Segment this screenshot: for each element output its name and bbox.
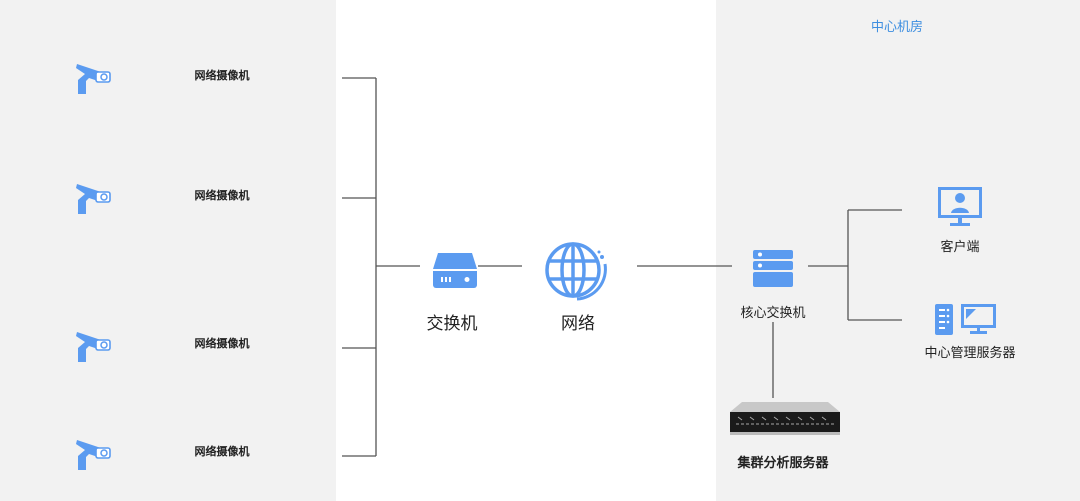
camera-label: 网络摄像机 bbox=[194, 337, 250, 350]
server-stack-icon bbox=[753, 250, 793, 287]
switch-label: 交换机 bbox=[426, 314, 478, 334]
core-switch-label: 核心交换机 bbox=[740, 306, 806, 321]
camera-label: 网络摄像机 bbox=[194, 69, 250, 82]
camera-zone bbox=[0, 0, 336, 501]
camera-icon bbox=[76, 184, 111, 214]
camera-icon bbox=[76, 64, 111, 94]
management-server-icon bbox=[935, 304, 996, 335]
camera-icon bbox=[76, 440, 111, 470]
rack-server-icon bbox=[730, 402, 840, 435]
camera-label: 网络摄像机 bbox=[194, 445, 250, 458]
camera-bus-line bbox=[342, 77, 420, 457]
camera-label: 网络摄像机 bbox=[194, 189, 250, 202]
client-monitor-icon bbox=[938, 187, 982, 226]
core-branch-line bbox=[808, 209, 902, 321]
globe-icon bbox=[545, 242, 607, 301]
center-room-title: 中心机房 bbox=[870, 20, 924, 35]
client-label: 客户端 bbox=[940, 240, 980, 255]
management-server-label: 中心管理服务器 bbox=[924, 346, 1016, 361]
switch-icon bbox=[433, 253, 477, 288]
network-label: 网络 bbox=[561, 314, 595, 334]
camera-icon bbox=[76, 332, 111, 362]
cluster-server-label: 集群分析服务器 bbox=[737, 456, 829, 471]
